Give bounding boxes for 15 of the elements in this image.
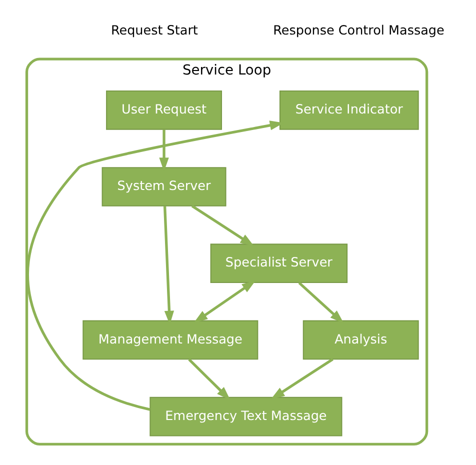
arrow [193, 280, 256, 323]
label: Request Start [110, 24, 198, 39]
arrow [270, 358, 333, 400]
node-box: Specialist Server [210, 244, 348, 284]
label: Response Control Massage [272, 24, 444, 39]
node-box: Emergency Text Massage [149, 396, 342, 436]
node-box: Analysis [302, 320, 418, 360]
arrow [298, 282, 344, 324]
node-box: Management Message [82, 320, 258, 360]
node-box: System Server [101, 167, 226, 206]
arrow [26, 120, 284, 411]
arrow [188, 358, 230, 400]
arrow [190, 204, 254, 246]
node-box: Service Indicator [278, 90, 418, 130]
node-box: User Request [106, 90, 222, 130]
